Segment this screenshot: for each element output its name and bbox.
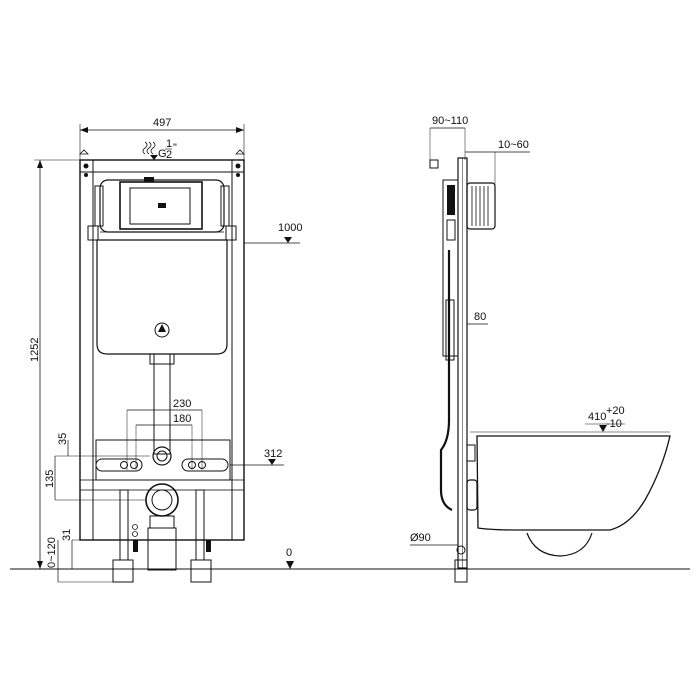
pipe-thread-denominator: 2 bbox=[166, 149, 172, 161]
bolt-spacing-inner-label: 180 bbox=[173, 413, 191, 425]
offset-31-label: 31 bbox=[61, 529, 73, 541]
flush-mechanism bbox=[87, 177, 237, 241]
side-view: 90~110 10~60 bbox=[410, 115, 671, 583]
bowl-height-tol-plus: +20 bbox=[606, 405, 625, 417]
width-dimension-label: 497 bbox=[153, 117, 171, 129]
total-height-label: 1252 bbox=[29, 338, 41, 362]
flush-height-label: 1000 bbox=[278, 222, 302, 234]
side-frame bbox=[429, 157, 496, 583]
cistern-tank bbox=[96, 239, 228, 355]
mounting-bracket bbox=[79, 439, 245, 491]
front-view: 497 G 1 2 " bbox=[29, 117, 302, 583]
depth-range-label: 90~110 bbox=[432, 115, 468, 127]
pipe-thread-prefix: G bbox=[158, 148, 167, 160]
floor-level-label: 0 bbox=[286, 547, 292, 559]
bolt-spacing-outer-label: 230 bbox=[173, 398, 191, 410]
pipe-thread-label: G 1 2 " bbox=[142, 138, 177, 161]
drain-outlet bbox=[145, 483, 179, 571]
pipe-thread-suffix: " bbox=[173, 142, 177, 154]
toilet-bowl bbox=[470, 431, 671, 557]
leg-adjust-label: 0~120 bbox=[46, 537, 58, 568]
drain-diameter-label: Ø90 bbox=[410, 532, 431, 544]
pipe-thread-numerator: 1 bbox=[166, 138, 172, 150]
flush-pipe bbox=[153, 353, 171, 455]
bowl-height-label: 410 +20 -10 bbox=[585, 405, 625, 432]
offset-35-label: 35 bbox=[57, 433, 69, 445]
frame-legs bbox=[112, 489, 212, 583]
frame-outer bbox=[79, 159, 245, 541]
bowl-height-main: 410 bbox=[588, 411, 606, 423]
plate-offset-label: 10~60 bbox=[498, 139, 529, 151]
offset-135-label: 135 bbox=[44, 470, 56, 488]
frame-depth-label: 80 bbox=[474, 311, 486, 323]
bolt-height-label: 312 bbox=[264, 448, 282, 460]
